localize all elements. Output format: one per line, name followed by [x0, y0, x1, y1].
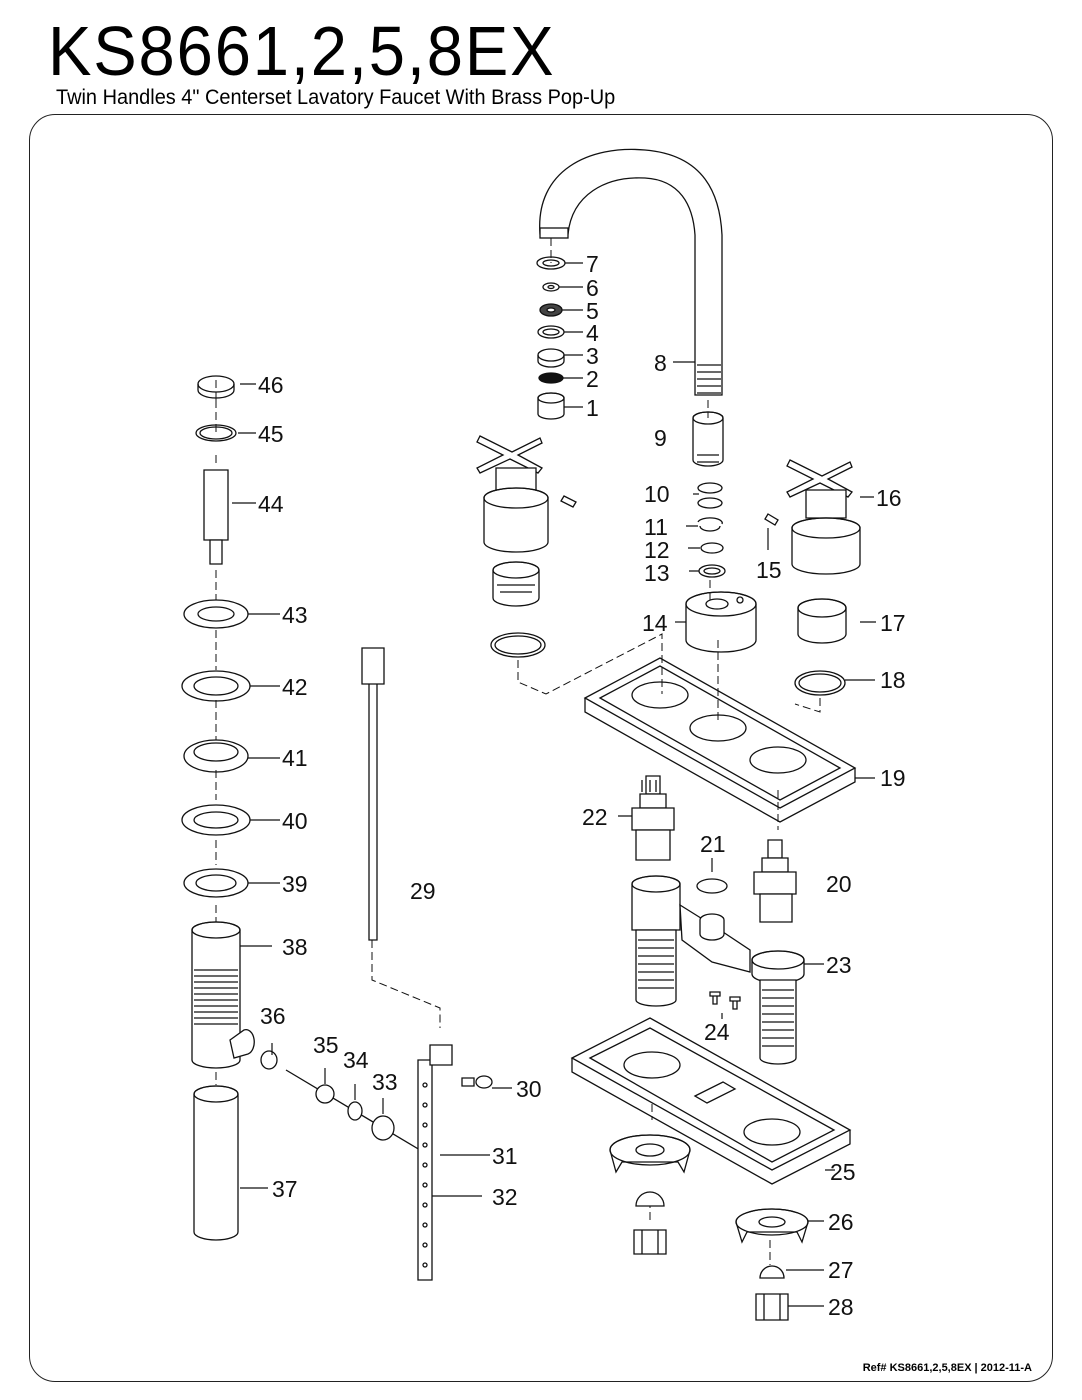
part-label-30: 30: [516, 1076, 542, 1102]
part-label-16: 16: [876, 485, 902, 511]
diagram-frame: [29, 114, 1053, 1382]
part-spout-base: [685, 591, 757, 653]
reference-number: Ref# KS8661,2,5,8EX: [862, 1362, 972, 1374]
part-label-27: 27: [828, 1257, 854, 1283]
part-orings-10-13: [697, 482, 726, 578]
part-label-34: 34: [343, 1047, 369, 1073]
model-title: KS8661,2,5,8EX: [48, 12, 556, 90]
part-washer: [696, 878, 728, 894]
part-label-12: 12: [644, 537, 670, 563]
part-valve-body: [631, 875, 805, 1065]
part-label-41: 41: [282, 745, 308, 771]
part-label-4: 4: [586, 320, 599, 346]
part-label-13: 13: [644, 560, 670, 586]
part-label-45: 45: [258, 421, 284, 447]
part-number-labels: 1 2 3 4 5 6 7 8 9 10 11 12 13 14 15 16 1…: [258, 251, 906, 1320]
part-label-6: 6: [586, 275, 599, 301]
part-label-18: 18: [880, 667, 906, 693]
product-description: Twin Handles 4" Centerset Lavatory Fauce…: [56, 86, 616, 109]
part-drain-body: [191, 921, 255, 1069]
part-label-21: 21: [700, 831, 726, 857]
part-right-handle: [764, 459, 861, 575]
part-drain-stack: [181, 375, 251, 898]
part-aerator-stack: [536, 256, 566, 420]
part-label-14: 14: [642, 610, 668, 636]
part-screws: [709, 991, 741, 1010]
part-pivot-rod: [260, 1050, 421, 1151]
part-label-39: 39: [282, 871, 308, 897]
part-left-bonnet-nut: [492, 561, 540, 607]
leader-lines: [232, 262, 876, 1307]
part-label-9: 9: [654, 425, 667, 451]
part-top-plate: [583, 657, 857, 823]
part-label-2: 2: [586, 366, 599, 392]
part-label-35: 35: [313, 1032, 339, 1058]
reference-footer: Ref# KS8661,2,5,8EX|2012-11-A: [863, 1362, 1032, 1374]
part-label-19: 19: [880, 765, 906, 791]
part-label-15: 15: [756, 557, 782, 583]
footer-separator: |: [974, 1362, 978, 1374]
part-label-46: 46: [258, 372, 284, 398]
part-label-36: 36: [260, 1003, 286, 1029]
part-label-7: 7: [586, 251, 599, 277]
part-label-5: 5: [586, 298, 599, 324]
part-left-handle: [476, 435, 577, 553]
part-label-28: 28: [828, 1294, 854, 1320]
part-tailpiece: [193, 1085, 239, 1241]
part-right-mounting-nut: [735, 1208, 809, 1244]
part-cone-washer: [759, 1265, 785, 1279]
part-label-32: 32: [492, 1184, 518, 1210]
part-right-cartridge: [753, 839, 797, 923]
part-label-1: 1: [586, 395, 599, 421]
part-spout: [539, 148, 723, 396]
part-label-40: 40: [282, 808, 308, 834]
part-left-cartridge: [631, 775, 675, 861]
part-label-20: 20: [826, 871, 852, 897]
part-label-44: 44: [258, 491, 284, 517]
part-bottom-plate: [570, 1017, 852, 1185]
part-label-17: 17: [880, 610, 906, 636]
part-coupling-nut: [755, 1293, 789, 1321]
part-label-23: 23: [826, 952, 852, 978]
part-left-mounting-nut: [609, 1134, 691, 1255]
part-label-10: 10: [644, 481, 670, 507]
part-right-bonnet-nut: [797, 598, 847, 644]
revision-date: 2012-11-A: [980, 1362, 1032, 1374]
part-label-43: 43: [282, 602, 308, 628]
part-label-29: 29: [410, 878, 436, 904]
part-lift-rod: [361, 647, 385, 941]
part-right-gasket: [794, 670, 846, 696]
part-label-24: 24: [704, 1019, 730, 1045]
part-label-37: 37: [272, 1176, 298, 1202]
part-label-26: 26: [828, 1209, 854, 1235]
part-label-11: 11: [644, 514, 668, 540]
part-label-25: 25: [830, 1159, 856, 1185]
part-extension-strap: [417, 1044, 493, 1281]
part-label-42: 42: [282, 674, 308, 700]
part-label-8: 8: [654, 350, 667, 376]
part-label-3: 3: [586, 343, 599, 369]
part-left-gasket: [490, 632, 546, 658]
part-label-31: 31: [492, 1143, 518, 1169]
part-spout-connector: [692, 411, 724, 467]
part-label-38: 38: [282, 934, 308, 960]
part-label-22: 22: [582, 804, 608, 830]
part-label-33: 33: [372, 1069, 398, 1095]
